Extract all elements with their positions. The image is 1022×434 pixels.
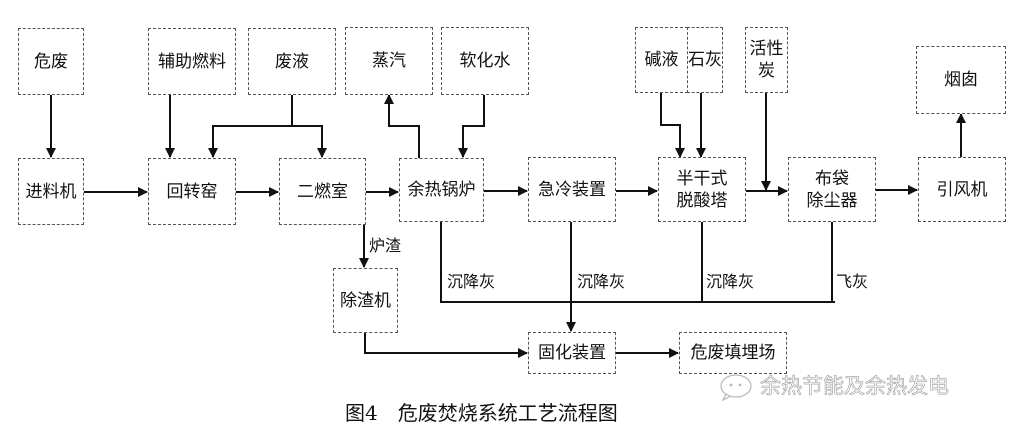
node-bag-filter: 布袋 除尘器 [788, 157, 876, 222]
node-label: 二燃室 [297, 181, 348, 202]
wechat-chat-bubble-icon [720, 374, 752, 401]
node-lime: 石灰 [687, 27, 723, 93]
node-secondary-chamber: 二燃室 [279, 158, 366, 225]
node-label: 进料机 [25, 181, 77, 202]
figure-caption: 图4 危废焚烧系统工艺流程图 [345, 401, 618, 425]
node-label: 烟囱 [944, 70, 978, 90]
node-waste-heat-boiler: 余热锅炉 [399, 158, 484, 222]
node-label: 半干式 脱酸塔 [676, 168, 728, 211]
node-lye: 碱液 [635, 27, 688, 93]
node-steam: 蒸汽 [345, 27, 433, 95]
node-deacid-tower: 半干式 脱酸塔 [658, 157, 746, 222]
edge-label-settled-ash-quench: 沉降灰 [577, 272, 626, 291]
node-induced-draft-fan: 引风机 [918, 157, 1006, 222]
node-softened-water: 软化水 [441, 27, 529, 95]
node-label: 布袋 除尘器 [806, 168, 858, 211]
edge-slagremover-to-solidify [364, 333, 528, 358]
node-label: 固化装置 [538, 343, 606, 363]
edge-water-to-boiler [458, 95, 485, 158]
edge-label-settled-ash-tower: 沉降灰 [706, 272, 755, 291]
node-label: 碱液 [644, 50, 679, 70]
node-label: 辅助燃料 [158, 51, 226, 72]
node-label: 回转窑 [166, 181, 218, 202]
node-label: 石灰 [688, 50, 722, 70]
node-label: 危废 [34, 51, 68, 72]
node-label: 引风机 [936, 179, 988, 200]
edge-boiler-ash [440, 222, 835, 303]
node-hazardous-landfill: 危废填埋场 [679, 332, 787, 374]
node-hazardous-waste: 危废 [18, 28, 84, 95]
node-label: 蒸汽 [372, 51, 406, 71]
node-solidification-device: 固化装置 [528, 332, 616, 374]
node-label: 急冷装置 [538, 179, 606, 200]
node-label: 余热锅炉 [407, 180, 476, 200]
edge-label-settled-ash-boiler: 沉降灰 [447, 272, 496, 291]
node-chimney: 烟囱 [916, 46, 1006, 114]
edge-label-slag: 炉渣 [369, 236, 402, 255]
node-label: 活性 炭 [749, 39, 784, 81]
node-slag-remover: 除渣机 [333, 268, 398, 333]
node-feeder: 进料机 [18, 158, 84, 225]
edge-liquid-to-chamber [292, 125, 327, 158]
edge-lye-to-tower [660, 93, 685, 158]
edge-liquid-to-kiln [208, 125, 292, 158]
edge-boiler-to-steam [384, 94, 420, 158]
watermark-text: 余热节能及余热发电 [760, 374, 950, 399]
edge-label-fly-ash: 飞灰 [836, 272, 869, 291]
node-quench-device: 急冷装置 [528, 157, 616, 222]
node-label: 除渣机 [340, 290, 391, 311]
node-label: 软化水 [459, 51, 511, 71]
node-label: 危废填埋场 [690, 343, 776, 363]
node-label: 废液 [275, 51, 309, 72]
node-activated-carbon: 活性 炭 [745, 27, 788, 93]
node-waste-liquid: 废液 [248, 28, 336, 95]
node-aux-fuel: 辅助燃料 [148, 28, 236, 95]
node-rotary-kiln: 回转窑 [148, 158, 236, 225]
